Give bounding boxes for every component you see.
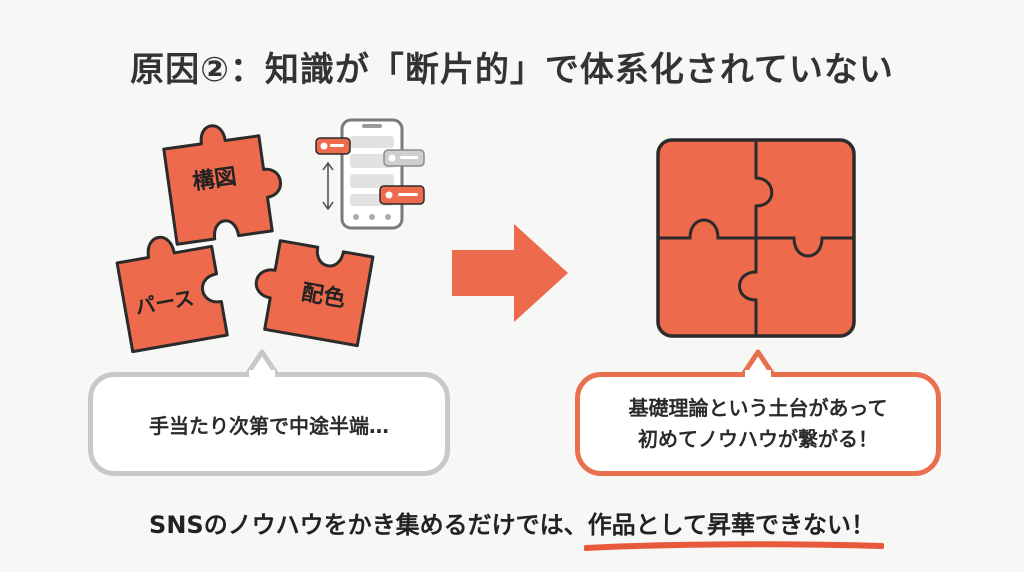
completed-puzzle (656, 138, 856, 338)
scroll-arrow-icon (322, 161, 334, 211)
conclusion-prefix: SNSのノウハウをかき集めるだけでは、 (149, 511, 588, 539)
puzzle-piece-color: 配色 (254, 239, 375, 348)
page-title: 原因②：知識が「断片的」で体系化されていない (130, 50, 894, 90)
speech-bubble-solution: 基礎理論という土台があって 初めてノウハウが繋がる！ (575, 372, 941, 476)
conclusion-highlight: 作品として昇華できない！ (583, 505, 884, 551)
bubble-left-text: 手当たり次第で中途半端… (149, 413, 389, 438)
bubble-right-line1: 基礎理論という土台があって (628, 396, 888, 420)
right-arrow-icon (452, 224, 568, 322)
notification-bell-icon (315, 137, 425, 205)
puzzle-piece-composition: 構図 (162, 124, 283, 246)
conclusion-highlight-text: 作品として昇華できない！ (587, 511, 875, 539)
puzzle-piece-perspective: パース (115, 235, 229, 354)
speech-bubble-problem: 手当たり次第で中途半端… (88, 372, 450, 476)
bubble-right-line2: 初めてノウハウが繋がる！ (638, 427, 878, 451)
piece-label-composition: 構図 (191, 163, 238, 195)
conclusion-text: SNSのノウハウをかき集めるだけでは、作品として昇華できない！ (0, 505, 1024, 551)
highlight-underline (583, 541, 884, 551)
